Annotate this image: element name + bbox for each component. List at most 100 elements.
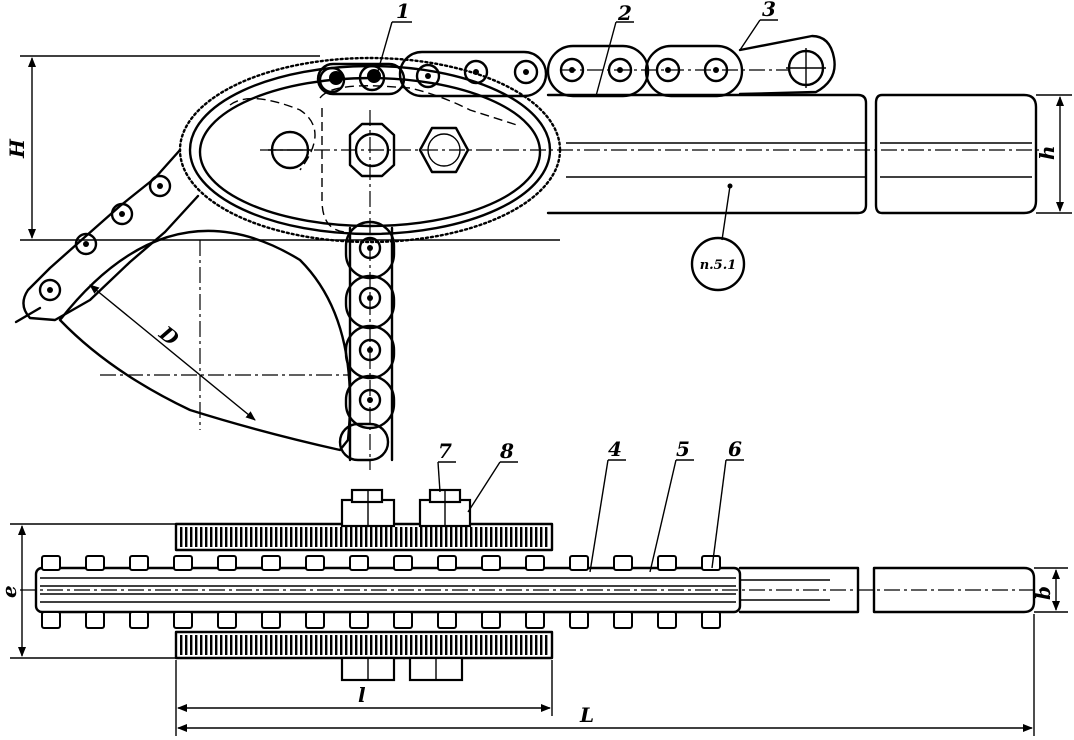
bolt-heads-top <box>340 488 472 528</box>
gear-tooth <box>420 527 423 547</box>
gear-tooth <box>480 527 483 547</box>
gear-tooth <box>510 527 513 547</box>
gear-tooth <box>360 635 363 655</box>
dimension-H <box>20 55 560 241</box>
hex-bolt-right <box>418 126 470 174</box>
gear-tooth <box>225 635 228 655</box>
gear-tooth <box>230 527 233 547</box>
gear-tooth <box>365 527 368 547</box>
gear-tooth <box>490 527 493 547</box>
pivot-hole <box>268 130 312 170</box>
gear-tooth <box>465 635 468 655</box>
gear-tooth <box>435 527 438 547</box>
gear-tooth <box>455 635 458 655</box>
gear-tooth <box>220 527 223 547</box>
label-part-7: 7 <box>438 439 452 463</box>
gear-tooth <box>455 527 458 547</box>
gear-tooth <box>480 635 483 655</box>
label-note: п.5.1 <box>700 258 737 273</box>
dimension-l <box>175 660 553 736</box>
chain-pin <box>525 611 545 629</box>
gear-tooth <box>410 635 413 655</box>
gear-tooth <box>465 527 468 547</box>
gear-tooth <box>500 635 503 655</box>
gear-tooth <box>335 635 338 655</box>
chain-pin <box>613 555 633 571</box>
label-part-1: 1 <box>396 0 410 23</box>
gear-tooth <box>315 635 318 655</box>
gear-tooth <box>485 527 488 547</box>
gear-tooth <box>535 635 538 655</box>
gear-tooth <box>330 635 333 655</box>
gear-tooth <box>320 527 323 547</box>
gear-tooth <box>345 527 348 547</box>
gear-tooth <box>185 635 188 655</box>
gear-tooth <box>490 635 493 655</box>
gear-tooth <box>355 527 358 547</box>
chain-pin <box>173 611 193 629</box>
pipe-circle <box>58 229 352 452</box>
label-part-4: 4 <box>608 437 622 461</box>
gear-tooth <box>185 527 188 547</box>
gear-tooth <box>530 635 533 655</box>
hex-bolt-left <box>348 122 396 178</box>
gear-tooth <box>385 527 388 547</box>
gear-tooth <box>190 635 193 655</box>
gear-tooth <box>265 635 268 655</box>
gear-tooth <box>505 635 508 655</box>
bolt-heads-bottom <box>340 656 464 682</box>
gear-tooth <box>250 635 253 655</box>
gear-tooth <box>360 527 363 547</box>
gear-tooth <box>305 527 308 547</box>
gear-tooth <box>430 635 433 655</box>
gear-tooth <box>420 635 423 655</box>
gear-tooth <box>430 527 433 547</box>
note-bubble <box>690 183 746 292</box>
gear-tooth <box>525 527 528 547</box>
gear-tooth <box>515 527 518 547</box>
gear-tooth <box>240 527 243 547</box>
gear-tooth <box>425 635 428 655</box>
gear-tooth <box>215 635 218 655</box>
label-dim-b: b <box>1031 586 1055 600</box>
chain-pin <box>437 611 457 629</box>
gear-tooth <box>275 635 278 655</box>
label-dim-H: H <box>5 138 29 159</box>
chain-pin <box>129 555 149 571</box>
gear-tooth <box>470 527 473 547</box>
gear-tooth <box>525 635 528 655</box>
gear-tooth <box>265 527 268 547</box>
chain-pin <box>349 555 369 571</box>
gear-tooth <box>380 635 383 655</box>
chain-pin <box>701 611 721 629</box>
gear-tooth <box>380 527 383 547</box>
gear-tooth <box>375 527 378 547</box>
gear-tooth <box>540 527 543 547</box>
gear-tooth <box>415 635 418 655</box>
gear-tooth <box>370 635 373 655</box>
chain-pin <box>437 555 457 571</box>
gear-tooth <box>260 635 263 655</box>
gear-tooth <box>370 527 373 547</box>
chain-pin <box>261 611 281 629</box>
gear-tooth <box>310 527 313 547</box>
gear-tooth <box>530 527 533 547</box>
chain-pin <box>481 611 501 629</box>
gear-tooth <box>205 635 208 655</box>
gear-tooth <box>240 635 243 655</box>
chain-pin <box>129 611 149 629</box>
gear-tooth <box>435 635 438 655</box>
chain-pin <box>305 555 325 571</box>
gear-tooth <box>330 527 333 547</box>
gear-tooth <box>405 635 408 655</box>
gear-tooth <box>245 527 248 547</box>
gear-tooth <box>205 527 208 547</box>
gear-tooth <box>290 527 293 547</box>
dimension-e <box>10 523 176 659</box>
label-part-2: 2 <box>617 1 632 25</box>
label-part-8: 8 <box>499 439 514 463</box>
gear-tooth <box>290 635 293 655</box>
gear-tooth <box>300 527 303 547</box>
label-dim-D: D <box>154 320 184 351</box>
